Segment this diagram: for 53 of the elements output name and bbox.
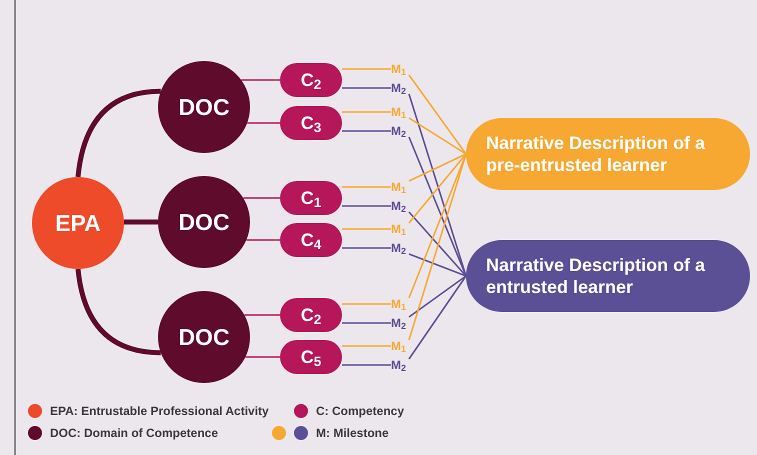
connector-line bbox=[408, 253, 466, 277]
connector-line bbox=[408, 211, 467, 277]
narrative-pill: Narrative Description of a pre-entrusted learner bbox=[466, 118, 750, 190]
competency-pill: C$_{3}$ bbox=[280, 106, 342, 140]
connector-line bbox=[408, 154, 467, 224]
connector-dash bbox=[241, 79, 280, 81]
milestone-label: M$_{1}$ bbox=[391, 221, 409, 237]
connector-line bbox=[342, 186, 391, 188]
connector-dash bbox=[245, 356, 280, 358]
milestone-label: M$_{2}$ bbox=[391, 123, 409, 139]
competency-pill: C$_{2}$ bbox=[280, 298, 342, 332]
milestone-label: M$_{2}$ bbox=[391, 357, 409, 373]
competency-pill: C$_{4}$ bbox=[280, 223, 342, 257]
connector-line bbox=[342, 205, 391, 207]
connector-line bbox=[342, 87, 391, 89]
legend-text: M: Milestone bbox=[316, 425, 389, 442]
connector-line bbox=[76, 88, 161, 178]
connector-line bbox=[342, 303, 391, 305]
connector-line bbox=[342, 111, 391, 113]
connector-line bbox=[408, 275, 466, 318]
competency-pill: C$_{5}$ bbox=[280, 340, 342, 374]
connector-line bbox=[342, 130, 391, 132]
connector-line bbox=[76, 268, 161, 356]
competency-pill: C$_{2}$ bbox=[280, 63, 342, 97]
milestone-label: M$_{2}$ bbox=[391, 315, 409, 331]
milestone-label: M$_{1}$ bbox=[391, 179, 409, 195]
connector-line bbox=[408, 276, 467, 360]
legend-text: DOC: Domain of Competence bbox=[50, 425, 218, 442]
competency-pill: C$_{1}$ bbox=[280, 181, 342, 215]
milestone-label: M$_{1}$ bbox=[391, 104, 409, 120]
milestone-label: M$_{2}$ bbox=[391, 80, 409, 96]
connector-dash bbox=[247, 122, 280, 124]
connector-line bbox=[342, 68, 391, 70]
connector-line bbox=[342, 228, 391, 230]
connector-line bbox=[408, 74, 467, 154]
connector-line bbox=[342, 345, 391, 347]
narrative-pill: Narrative Description of a entrusted learner bbox=[466, 240, 750, 312]
milestone-label: M$_{1}$ bbox=[391, 338, 409, 354]
milestone-label: M$_{1}$ bbox=[391, 296, 409, 312]
connector-line bbox=[342, 364, 391, 366]
legend-text: EPA: Entrustable Professional Activity bbox=[50, 403, 269, 420]
legend-text: C: Competency bbox=[316, 403, 404, 420]
milestone-label: M$_{2}$ bbox=[391, 240, 409, 256]
connector-line bbox=[342, 247, 391, 249]
connector-line bbox=[124, 220, 158, 224]
milestone-label: M$_{1}$ bbox=[391, 61, 409, 77]
milestone-label: M$_{2}$ bbox=[391, 198, 409, 214]
connector-dash bbox=[246, 239, 280, 241]
connector-dash bbox=[244, 314, 280, 316]
connector-dash bbox=[243, 197, 280, 199]
connector-line bbox=[342, 322, 391, 324]
connector-line bbox=[408, 153, 466, 182]
connector-line bbox=[408, 117, 466, 155]
